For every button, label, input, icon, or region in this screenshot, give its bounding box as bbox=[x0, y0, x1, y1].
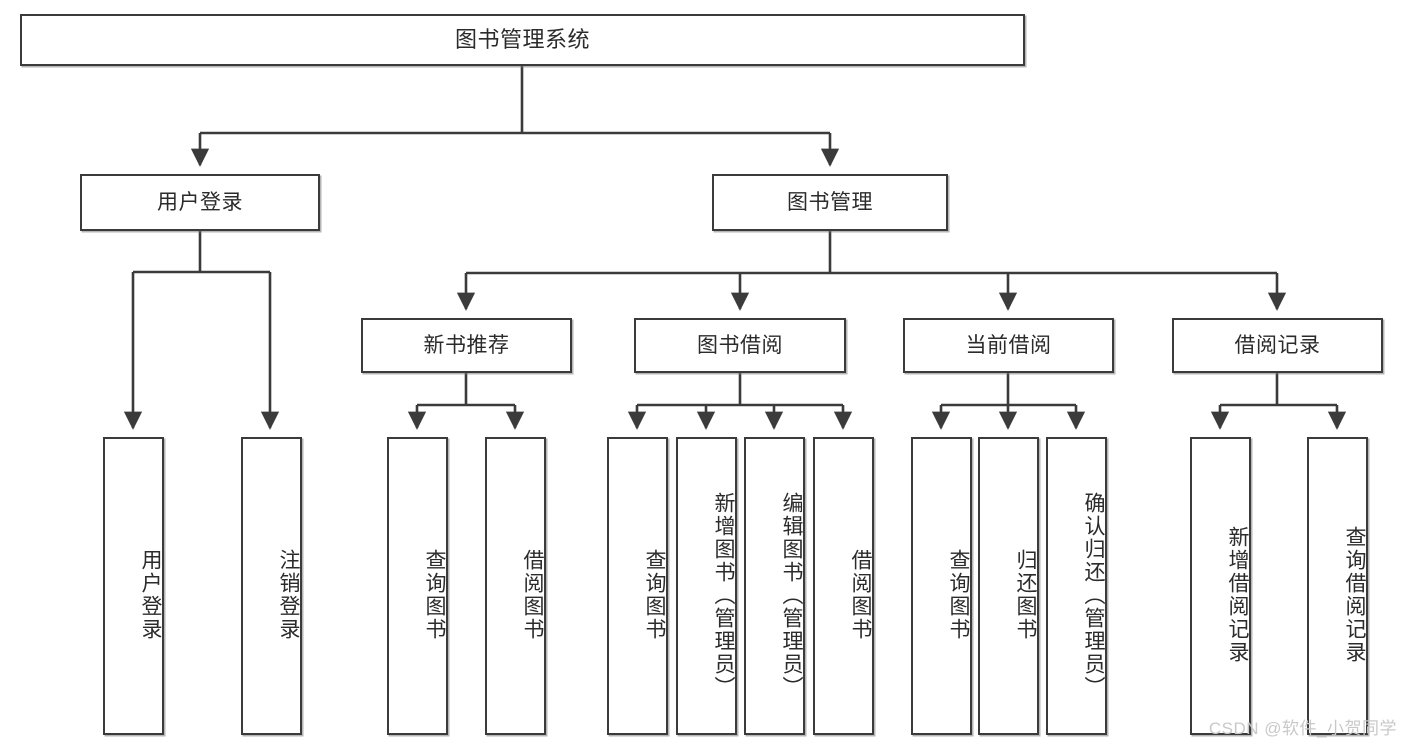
node-borrow-record[interactable]: 借阅记录 bbox=[1172, 318, 1383, 373]
node-label: 用户登录 bbox=[139, 549, 162, 641]
node-label: 查询图书 bbox=[423, 549, 446, 641]
leaf-edit-book[interactable]: 编辑图书（管理员） bbox=[744, 437, 805, 735]
leaf-borrow-book[interactable]: 借阅图书 bbox=[813, 437, 874, 735]
node-label: 注销登录 bbox=[277, 549, 300, 641]
node-label: 编辑图书（管理员） bbox=[780, 491, 803, 699]
leaf-query-borrow-record[interactable]: 查询借阅记录 bbox=[1307, 437, 1368, 735]
leaf-query-book-new-book[interactable]: 查询图书 bbox=[387, 437, 448, 735]
node-label: 确认归还（管理员） bbox=[1082, 491, 1105, 699]
node-book-borrow[interactable]: 图书借阅 bbox=[634, 318, 846, 373]
node-label: 图书管理 bbox=[787, 190, 873, 214]
leaf-borrow-book-new-book[interactable]: 借阅图书 bbox=[485, 437, 546, 735]
node-label: 借阅图书 bbox=[521, 549, 544, 641]
leaf-query-book-borrow[interactable]: 查询图书 bbox=[607, 437, 668, 735]
node-label: 新书推荐 bbox=[423, 333, 510, 357]
node-label: 归还图书 bbox=[1014, 549, 1037, 641]
node-label: 图书管理系统 bbox=[454, 26, 590, 52]
node-label: 用户登录 bbox=[157, 190, 243, 214]
node-label: 借阅图书 bbox=[849, 549, 872, 641]
node-label: 新增借阅记录 bbox=[1226, 526, 1249, 664]
leaf-return-book[interactable]: 归还图书 bbox=[978, 437, 1039, 735]
leaf-confirm-return[interactable]: 确认归还（管理员） bbox=[1046, 437, 1107, 735]
node-new-book-recommend[interactable]: 新书推荐 bbox=[361, 318, 572, 373]
node-label: 查询图书 bbox=[643, 549, 666, 641]
leaf-user-logout[interactable]: 注销登录 bbox=[241, 437, 302, 735]
node-label: 图书借阅 bbox=[697, 333, 783, 357]
node-current-borrow[interactable]: 当前借阅 bbox=[903, 318, 1114, 373]
leaf-query-book-current[interactable]: 查询图书 bbox=[911, 437, 972, 735]
node-label: 查询借阅记录 bbox=[1343, 526, 1366, 664]
node-label: 新增图书（管理员） bbox=[712, 491, 735, 699]
watermark: CSDN @软件_小贺同学 bbox=[1208, 719, 1397, 738]
leaf-add-book[interactable]: 新增图书（管理员） bbox=[676, 437, 737, 735]
node-label: 当前借阅 bbox=[965, 333, 1052, 357]
node-label: 借阅记录 bbox=[1234, 333, 1321, 357]
node-label: 查询图书 bbox=[947, 549, 970, 641]
leaf-add-borrow-record[interactable]: 新增借阅记录 bbox=[1190, 437, 1251, 735]
node-book-management[interactable]: 图书管理 bbox=[712, 174, 948, 231]
node-root-book-management-system[interactable]: 图书管理系统 bbox=[20, 14, 1025, 66]
node-user-login[interactable]: 用户登录 bbox=[80, 174, 320, 231]
leaf-user-login[interactable]: 用户登录 bbox=[103, 437, 164, 735]
